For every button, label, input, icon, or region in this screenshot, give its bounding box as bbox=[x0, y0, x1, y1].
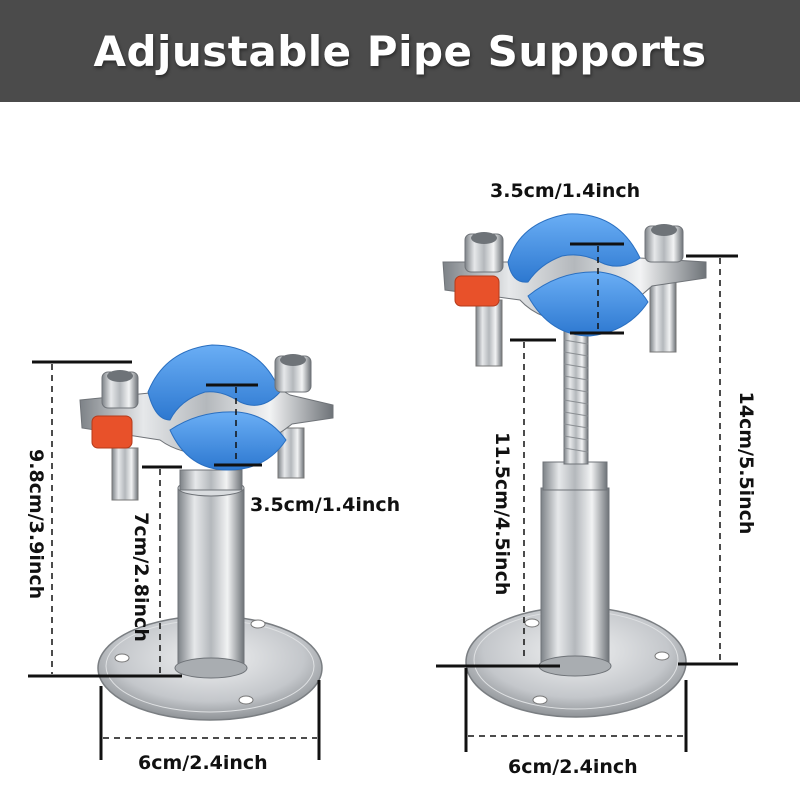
small-base-width-label: 6cm/2.4inch bbox=[138, 752, 268, 774]
large-red-rubber bbox=[454, 275, 500, 307]
large-clamp-diameter-label: 3.5cm/1.4inch bbox=[490, 180, 641, 202]
large-rod-height-label: 11.5cm/4.5inch bbox=[491, 432, 513, 596]
small-support-tube bbox=[177, 487, 245, 669]
large-support bbox=[442, 213, 707, 718]
small-rod-height-label: 7cm/2.8inch bbox=[130, 512, 152, 642]
small-total-height-label: 9.8cm/3.9inch bbox=[25, 449, 47, 600]
small-clamp-diameter-label: 3.5cm/1.4inch bbox=[250, 494, 401, 516]
large-support-tube bbox=[540, 487, 610, 667]
large-threaded-rod bbox=[563, 329, 589, 465]
small-support bbox=[79, 344, 334, 721]
small-blue-liner bbox=[147, 344, 281, 421]
small-red-rubber bbox=[91, 415, 133, 449]
large-total-height-label: 14cm/5.5inch bbox=[735, 391, 757, 535]
title-banner: Adjustable Pipe Supports bbox=[0, 0, 800, 102]
large-base-width-label: 6cm/2.4inch bbox=[508, 756, 638, 778]
dimension-lines bbox=[28, 242, 738, 760]
banner-title: Adjustable Pipe Supports bbox=[93, 26, 707, 76]
large-blue-liner bbox=[507, 213, 641, 283]
